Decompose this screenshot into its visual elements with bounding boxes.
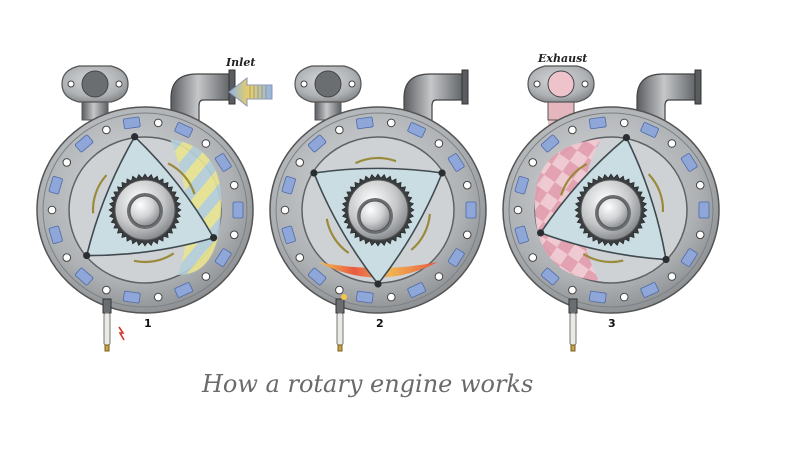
spark-plug-terminal [105,345,109,351]
housing-bolt [296,254,304,262]
spark-plug-insulator [570,313,576,345]
housing-bolt [154,119,162,127]
apex-seal [374,280,381,287]
port-opening [82,71,108,97]
housing-bolt [463,181,471,189]
elbow-pipe-rim [695,70,701,104]
housing-bolt [202,140,210,148]
housing-bolt [336,126,344,134]
output-shaft [130,196,160,226]
exhaust-label: Exhaust [537,52,587,65]
housing-bolt [620,119,628,127]
coolant-passage [589,117,606,129]
flange-bolt [68,81,74,87]
housing-bolt [103,126,111,134]
diagram-caption: How a rotary engine works [201,370,533,398]
housing-bolt [336,286,344,294]
housing-bolt [696,231,704,239]
coolant-passage [466,202,476,218]
spark-plug-insulator [104,313,110,345]
output-shaft [360,201,390,231]
housing-bolt [668,273,676,281]
housing-bolt [230,181,238,189]
output-shaft [598,198,628,228]
elbow-pipe-rim [462,70,468,104]
flange-bolt [116,81,122,87]
flange-bolt [582,81,588,87]
engine-stage-1 [37,66,253,351]
spark-plug-terminal [338,345,342,351]
flange-bolt [534,81,540,87]
flange-bolt [349,81,355,87]
spark-plug-terminal [571,345,575,351]
housing-bolt [230,231,238,239]
elbow-pipe-rim [229,70,235,104]
housing-bolt [569,286,577,294]
coolant-passage [123,117,140,129]
inlet-label: Inlet [225,56,255,69]
housing-bolt [387,119,395,127]
port-opening [548,71,574,97]
housing-bolt [296,159,304,167]
housing-bolt [63,254,71,262]
ignition-spark [341,294,347,300]
stage-number-2: 2 [376,317,384,330]
coolant-passage [233,202,243,218]
housing-bolt [569,126,577,134]
stage-number-1: 1 [144,317,152,330]
housing-bolt [281,206,289,214]
coolant-passage [356,291,373,303]
housing-bolt [63,159,71,167]
housing-bolt [463,231,471,239]
housing-bolt [529,254,537,262]
spark-plug-thread [569,299,577,313]
housing-bolt [435,273,443,281]
housing-bolt [696,181,704,189]
stage-number-3: 3 [608,317,616,330]
housing-bolt [48,206,56,214]
apex-seal [438,169,445,176]
housing-bolt [514,206,522,214]
flange-bolt [301,81,307,87]
port-opening [315,71,341,97]
housing-bolt [154,293,162,301]
housing-bolt [529,159,537,167]
spark-plug-thread [103,299,111,313]
spark-icon [119,327,124,340]
housing-bolt [668,140,676,148]
spark-plug-insulator [337,313,343,345]
coolant-passage [123,291,140,303]
housing-bolt [202,273,210,281]
apex-seal [310,169,317,176]
housing-bolt [620,293,628,301]
coolant-passage [589,291,606,303]
housing-bolt [387,293,395,301]
engine-stage-2 [270,66,486,351]
housing-bolt [435,140,443,148]
coolant-passage [356,117,373,129]
spark-plug-thread [336,299,344,313]
engine-stage-3 [503,66,719,351]
coolant-passage [699,202,709,218]
housing-bolt [103,286,111,294]
